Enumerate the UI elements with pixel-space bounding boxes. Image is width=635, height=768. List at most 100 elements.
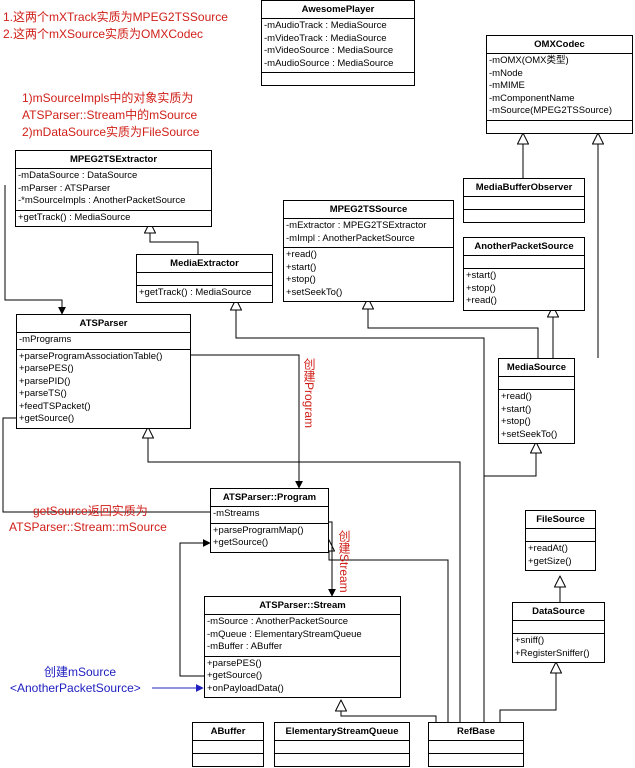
method: +start() [286, 261, 317, 273]
method: +parseTS() [19, 388, 67, 399]
method: +parseProgramAssociationTable() [19, 350, 163, 362]
method: +readAt() [528, 543, 568, 554]
note-mxtrack: 1.这两个mXTrack实质为MPEG2TSSource [3, 10, 228, 24]
methods [193, 753, 263, 766]
class-title: MPEG2TSSource [329, 204, 408, 215]
class-title: AnotherPacketSource [474, 241, 574, 252]
attribute: -mExtractor : MPEG2TSExtractor [286, 220, 427, 231]
note-datasource: 2)mDataSource实质为FileSource [22, 125, 200, 139]
attributes [526, 528, 595, 541]
methods: +sniff() +RegisterSniffer() [513, 633, 604, 662]
attribute: -mVideoTrack : MediaSource [264, 32, 387, 44]
method: +parseProgramMap() [213, 524, 304, 536]
attribute: -mPrograms [19, 334, 72, 345]
attribute: -mMIME [489, 80, 525, 91]
inherit-atsprogram-refbase [329, 540, 449, 722]
note-create-stream: 创建Stream [337, 530, 351, 593]
note-getsource-line2: ATSParser::Stream::mSource [9, 520, 167, 534]
attribute: -mSource(MPEG2TSSource) [489, 105, 613, 116]
note-impls-line1: 1)mSourceImpls中的对象实质为 [22, 91, 194, 105]
method: +stop() [286, 274, 316, 285]
attributes [193, 740, 263, 753]
assoc-stream-getsource [179, 539, 211, 677]
class-atsparser-program: ATSParser::Program -mStreams +parseProgr… [210, 488, 329, 553]
method: +RegisterSniffer() [515, 647, 590, 659]
method: +getTrack() : MediaSource [139, 287, 252, 298]
class-atsparser-stream: ATSParser::Stream -mSource : AnotherPack… [204, 596, 401, 698]
note-create-program: 创建Program [302, 358, 316, 429]
class-title: RefBase [456, 726, 496, 737]
methods [487, 119, 632, 133]
attributes: -mStreams [211, 506, 328, 523]
method: +getSize() [528, 555, 572, 567]
attributes [513, 620, 604, 633]
inherit-mpeg2tssource-mediasource [368, 298, 539, 358]
attributes [275, 740, 409, 753]
class-awesome-player: AwesomePlayer -mAudioTrack : MediaSource… [261, 0, 415, 86]
attributes [464, 196, 584, 209]
attribute: -mDataSource : DataSource [18, 170, 138, 181]
method: +setSeekTo() [286, 286, 343, 298]
method: +parsePES() [19, 363, 74, 374]
class-data-source: DataSource +sniff() +RegisterSniffer() [512, 602, 605, 663]
methods [429, 753, 523, 766]
note-impls-line2: ATSParser::Stream中的mSource [22, 108, 198, 122]
method: +read() [501, 391, 532, 402]
method: +feedTSPacket() [19, 400, 91, 412]
class-title: FileSource [536, 514, 585, 525]
attributes: -mPrograms [17, 332, 190, 349]
attributes: -mExtractor : MPEG2TSExtractor -mImpl : … [284, 218, 453, 247]
attributes: -mSource : AnotherPacketSource -mQueue :… [205, 614, 400, 656]
method: +sniff() [515, 635, 545, 646]
methods: +getTrack() : MediaSource [16, 209, 211, 227]
methods: +read() +start() +stop() +setSeekTo() [499, 389, 574, 443]
inherit-atsstream-refbase [341, 700, 437, 722]
methods: +readAt() +getSize() [526, 541, 595, 570]
class-title: DataSource [532, 606, 585, 617]
attributes: -mAudioTrack : MediaSource -mVideoTrack … [262, 18, 414, 72]
method: +getSource() [213, 537, 269, 548]
method: +stop() [501, 416, 531, 427]
attribute: -mStreams [213, 508, 260, 519]
attribute: -mSource : AnotherPacketSource [207, 616, 348, 627]
methods [275, 753, 409, 766]
class-media-source: MediaSource +read() +start() +stop() +se… [498, 358, 575, 444]
methods: +start() +stop() +read() [464, 268, 584, 310]
class-abuffer: ABuffer [192, 722, 264, 767]
class-refbase: RefBase [428, 722, 524, 767]
attributes [499, 376, 574, 389]
assoc-parser-getsource [2, 417, 210, 513]
method: +getTrack() : MediaSource [18, 211, 131, 223]
note-create-msource-line2: <AnotherPacketSource> [10, 681, 141, 695]
class-elementary-stream-queue: ElementaryStreamQueue [274, 722, 410, 767]
methods [262, 72, 414, 85]
method: +parsePES() [207, 657, 262, 669]
class-media-buffer-observer: MediaBufferObserver [463, 178, 585, 223]
methods: +read() +start() +stop() +setSeekTo() [284, 247, 453, 301]
class-title: ATSParser::Stream [259, 600, 346, 611]
method: +getSource() [19, 413, 75, 424]
class-title: MediaExtractor [170, 258, 239, 269]
inherit-datasource-refbase [499, 662, 556, 722]
method: +parsePID() [19, 375, 71, 387]
class-media-extractor: MediaExtractor +getTrack() : MediaSource [136, 254, 273, 303]
methods: +parseProgramAssociationTable() +parsePE… [17, 348, 190, 428]
class-omxcodec: OMXCodec -mOMX(OMX类型) -mNode -mMIME -mCo… [486, 35, 633, 134]
attribute: -mNode [489, 67, 523, 79]
inherit-mpeg2tsextractor-mediaextractor [150, 222, 199, 254]
class-title: MediaBufferObserver [475, 182, 573, 193]
inherit-atsparser-refbase [148, 427, 461, 722]
methods: +getTrack() : MediaSource [137, 285, 272, 302]
note-getsource-line1: getSource返回实质为 [33, 504, 148, 518]
methods: +parsePES() +getSource() +onPayloadData(… [205, 655, 400, 698]
attributes [464, 255, 584, 268]
attributes [137, 272, 272, 285]
method: +setSeekTo() [501, 428, 558, 440]
assoc-parser-program [190, 354, 303, 489]
class-mpeg2ts-extractor: MPEG2TSExtractor -mDataSource : DataSour… [15, 150, 212, 227]
attributes: -mDataSource : DataSource -mParser : ATS… [16, 168, 211, 210]
attribute: -mQueue : ElementaryStreamQueue [207, 628, 362, 640]
attribute: -mAudioSource : MediaSource [264, 57, 394, 69]
methods: +parseProgramMap() +getSource() [211, 522, 328, 552]
